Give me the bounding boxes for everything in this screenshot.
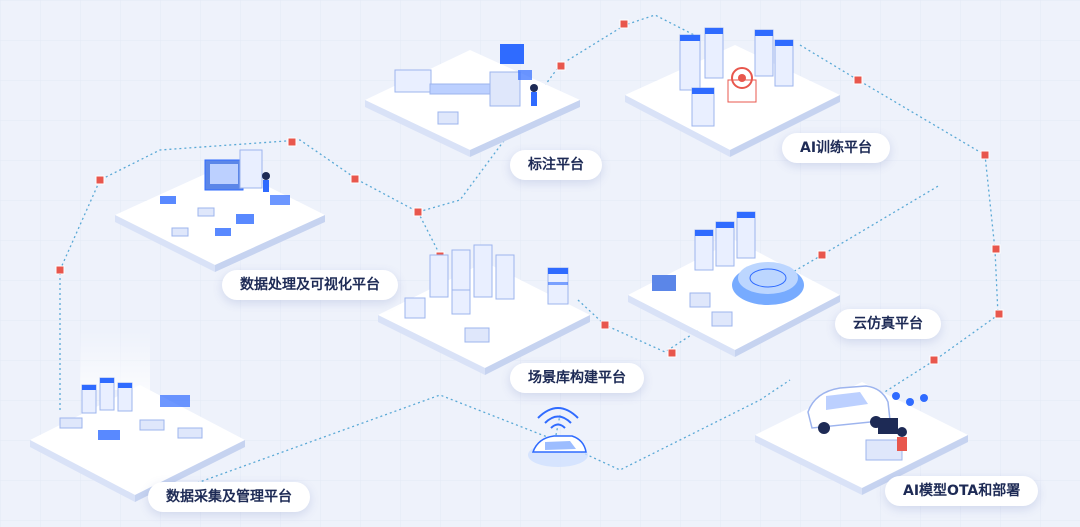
connector-nodes xyxy=(55,19,1004,365)
node-cube xyxy=(287,137,297,147)
platform-ota xyxy=(755,382,968,495)
label-ota: AI模型OTA和部署 xyxy=(885,476,1039,506)
annotator-icon xyxy=(394,44,538,125)
node-cube xyxy=(95,175,105,185)
platform-annotation xyxy=(365,44,580,157)
label-data-collection: 数据采集及管理平台 xyxy=(148,482,310,512)
label-data-processing: 数据处理及可视化平台 xyxy=(222,270,398,300)
node-cube xyxy=(413,207,423,217)
label-annotation: 标注平台 xyxy=(510,150,602,180)
node-cube xyxy=(600,320,610,330)
ai-chip-icon xyxy=(679,27,794,127)
connector-line-annotation-scene xyxy=(417,211,441,256)
platform-cloud-sim xyxy=(628,211,840,357)
label-cloud-sim: 云仿真平台 xyxy=(835,309,941,339)
server-cluster-icon xyxy=(59,377,203,440)
platform-data-processing xyxy=(115,149,325,272)
node-cube xyxy=(817,250,827,260)
simulation-dome-icon xyxy=(652,211,804,327)
node-cube xyxy=(853,75,863,85)
label-scene-library: 场景库构建平台 xyxy=(510,363,644,393)
connector-line-bottom xyxy=(149,379,791,501)
connector-line-vehicle xyxy=(554,414,561,441)
node-cube xyxy=(350,174,360,184)
node-cube xyxy=(619,19,629,29)
platform-scene-library xyxy=(378,244,590,375)
node-cube xyxy=(991,244,1001,254)
node-cube xyxy=(556,61,566,71)
node-cube xyxy=(980,150,990,160)
label-ai-training: AI训练平台 xyxy=(782,133,891,163)
connector-line-top xyxy=(59,14,701,410)
connected-car-icon xyxy=(807,385,928,461)
workstation-icon xyxy=(160,149,290,237)
node-cube xyxy=(929,355,939,365)
platform-data-collection xyxy=(30,330,245,502)
server-rack-icon xyxy=(404,244,569,343)
node-cube xyxy=(994,309,1004,319)
platform-ai-training xyxy=(625,27,840,157)
wireless-car-icon xyxy=(528,407,588,467)
node-cube xyxy=(667,348,677,358)
node-cube xyxy=(55,265,65,275)
